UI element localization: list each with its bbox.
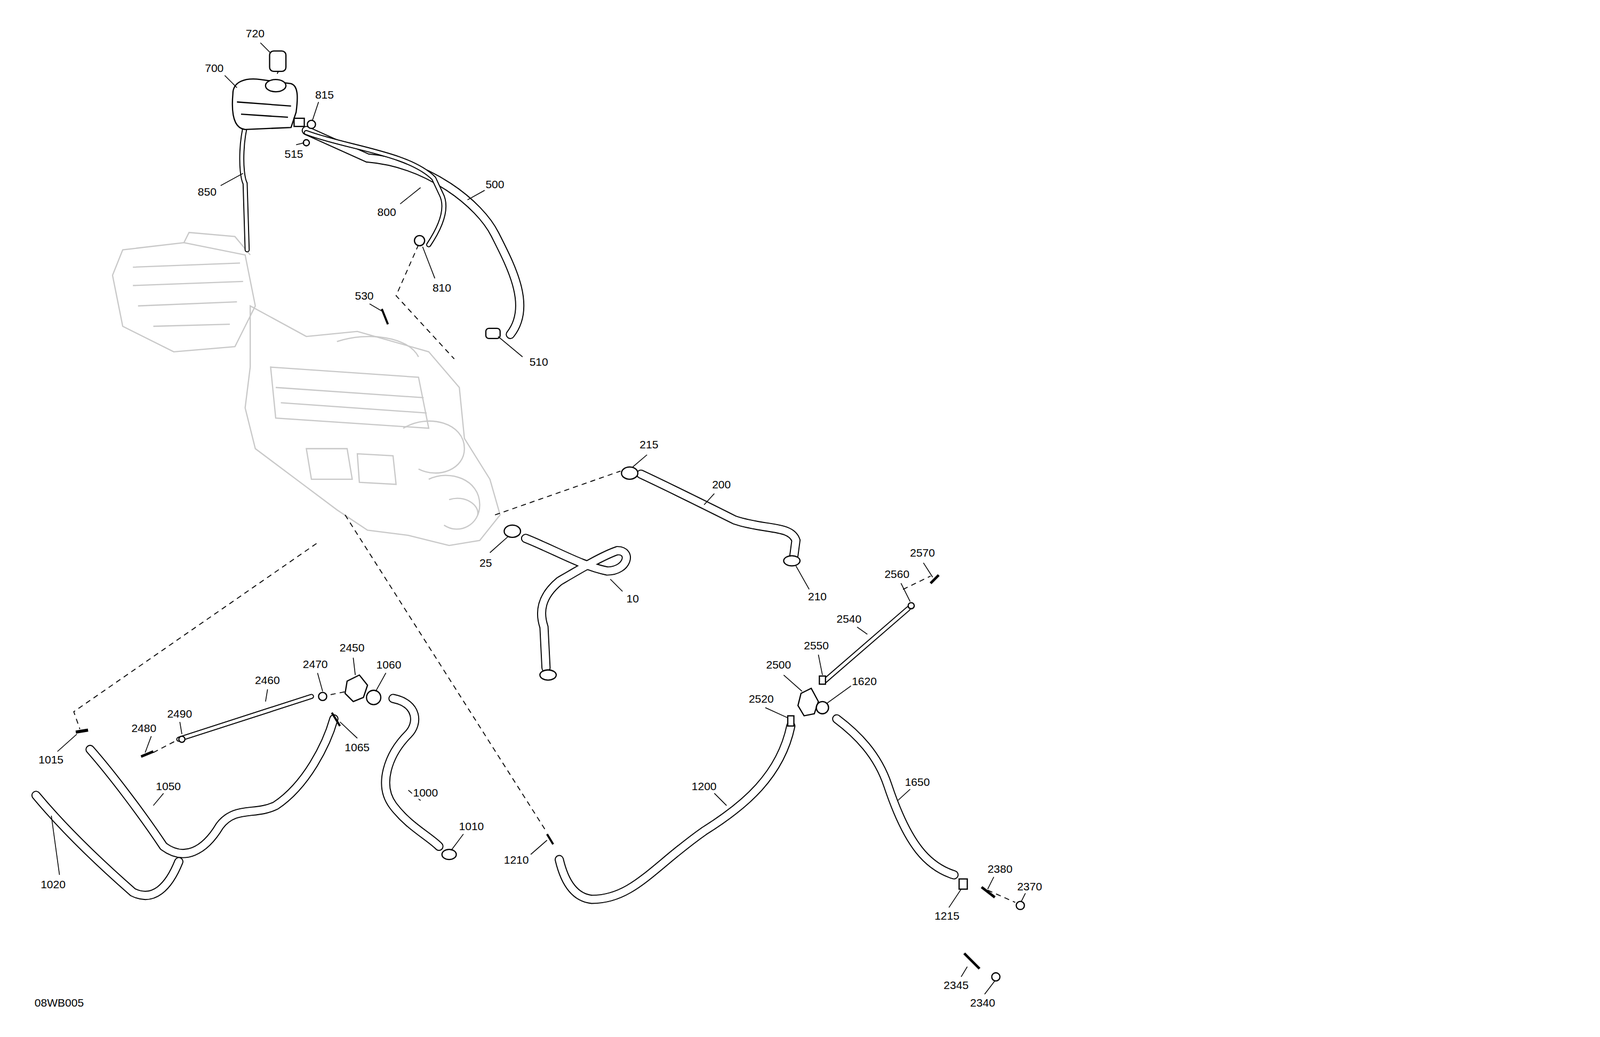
callout-number: 1050 bbox=[154, 780, 182, 794]
callout-number: 1020 bbox=[39, 878, 67, 891]
callout-number: 500 bbox=[484, 178, 506, 191]
callout-number: 2570 bbox=[908, 546, 936, 559]
callout-number: 200 bbox=[710, 478, 732, 491]
callout-number: 1200 bbox=[690, 780, 718, 794]
callout-number: 850 bbox=[196, 185, 218, 198]
callout-number: 2520 bbox=[747, 692, 775, 706]
callout-number: 700 bbox=[203, 62, 225, 75]
callout-number: 1620 bbox=[850, 675, 878, 688]
callout-number: 2480 bbox=[130, 722, 158, 735]
parts bbox=[75, 51, 1025, 982]
callout-number: 25 bbox=[478, 557, 493, 570]
callout-number: 815 bbox=[314, 88, 335, 101]
callout-number: 2500 bbox=[764, 659, 792, 672]
callout-number: 2460 bbox=[253, 674, 282, 687]
callout-number: 10 bbox=[625, 593, 640, 606]
callout-number: 1060 bbox=[375, 659, 403, 672]
callout-number: 1650 bbox=[904, 776, 932, 789]
callout-number: 2470 bbox=[301, 658, 330, 671]
callout-number: 2450 bbox=[338, 641, 366, 654]
dashed-lines bbox=[73, 61, 1015, 903]
figure-code: 08WB005 bbox=[33, 996, 85, 1010]
callout-number: 1210 bbox=[502, 853, 531, 867]
callout-number: 2540 bbox=[835, 613, 863, 626]
callout-number: 1015 bbox=[37, 754, 65, 767]
callout-number: 2560 bbox=[883, 568, 911, 581]
callout-number: 515 bbox=[283, 147, 304, 160]
callout-number: 1065 bbox=[343, 741, 371, 755]
callout-number: 215 bbox=[638, 438, 660, 452]
callout-number: 2550 bbox=[802, 640, 830, 653]
callout-number: 2340 bbox=[969, 996, 997, 1010]
callout-number: 2345 bbox=[942, 979, 970, 992]
callout-number: 2370 bbox=[1016, 880, 1044, 893]
callout-number: 800 bbox=[376, 205, 398, 219]
callout-number: 1000 bbox=[411, 786, 439, 799]
callout-number: 510 bbox=[528, 356, 550, 369]
callout-number: 530 bbox=[354, 289, 375, 302]
callout-number: 2380 bbox=[986, 863, 1014, 876]
callout-number: 1010 bbox=[458, 820, 486, 833]
callout-number: 1215 bbox=[933, 910, 961, 923]
leader-lines bbox=[51, 42, 1026, 995]
engine-ghost bbox=[112, 232, 501, 546]
callout-number: 210 bbox=[806, 590, 828, 604]
hoses bbox=[36, 112, 955, 900]
callout-number: 2490 bbox=[165, 708, 194, 721]
callout-number: 810 bbox=[431, 281, 453, 294]
callout-number: 720 bbox=[244, 27, 266, 40]
